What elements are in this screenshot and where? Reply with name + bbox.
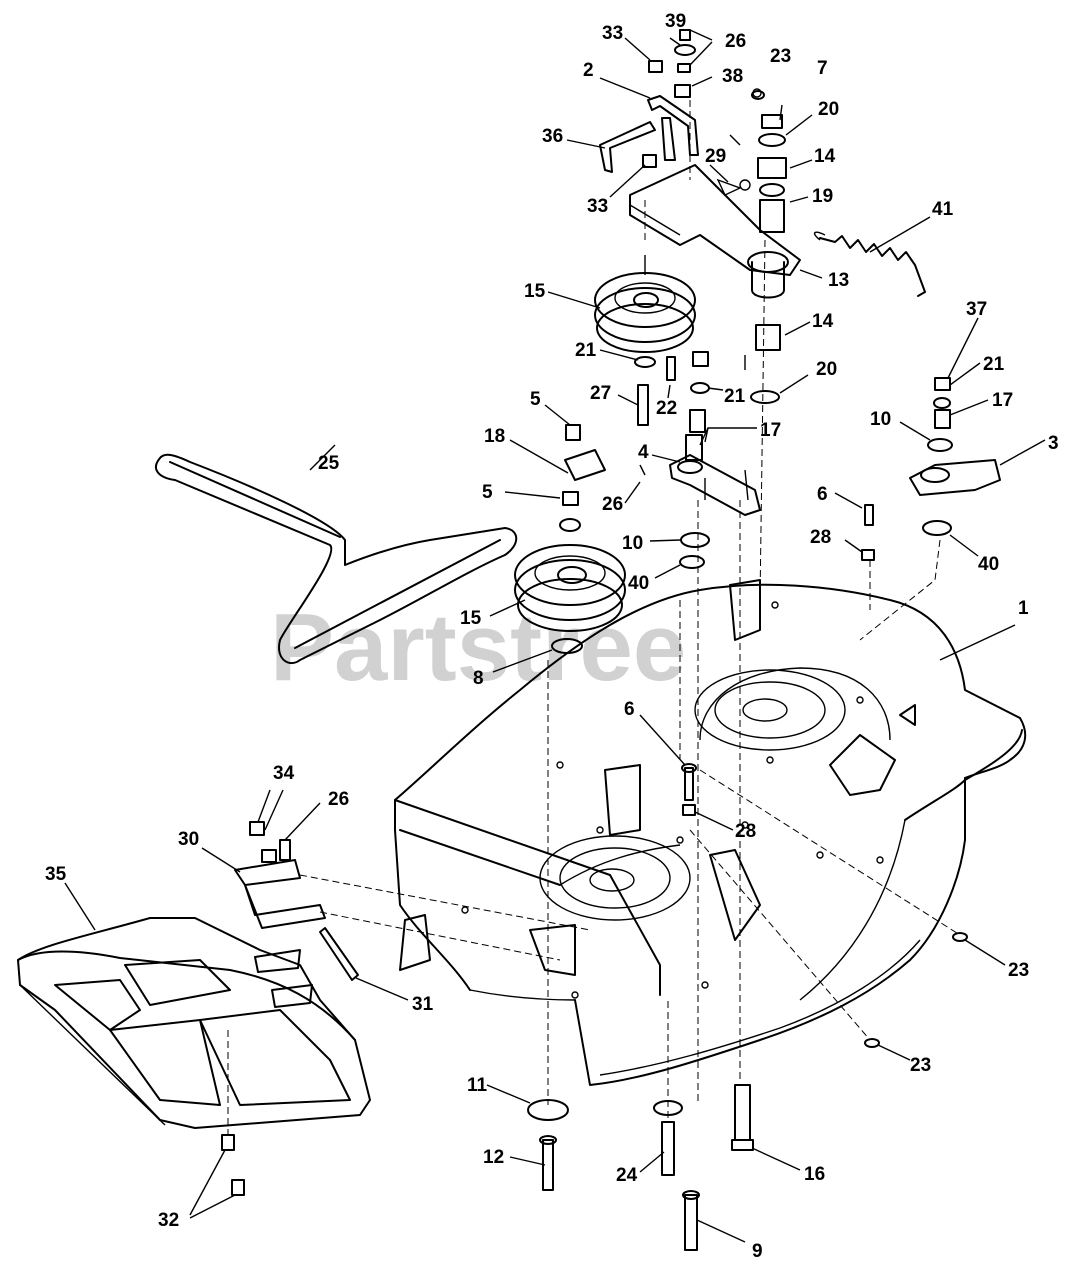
callout-9: 9 bbox=[752, 1241, 763, 1262]
callout-26-lower: 26 bbox=[328, 789, 349, 810]
watermark: Partstree bbox=[270, 594, 686, 701]
callout-29: 29 bbox=[705, 146, 726, 167]
callout-26-mid: 26 bbox=[602, 494, 623, 515]
callout-21-right: 21 bbox=[983, 354, 1005, 375]
callout-25: 25 bbox=[318, 453, 340, 474]
callout-40-center: 40 bbox=[628, 573, 649, 594]
top-hardware-left bbox=[642, 29, 696, 168]
callout-41: 41 bbox=[932, 199, 954, 220]
callout-32: 32 bbox=[158, 1210, 179, 1231]
callout-labels: 39 26 33 23 7 2 38 20 36 14 29 19 33 41 … bbox=[45, 11, 1059, 1262]
callout-34: 34 bbox=[273, 763, 295, 784]
callout-20-top: 20 bbox=[818, 99, 839, 120]
callout-17-center: 17 bbox=[760, 420, 781, 441]
callout-14-top: 14 bbox=[814, 146, 836, 167]
drive-belt bbox=[155, 444, 518, 665]
right-spindle-dish bbox=[694, 669, 846, 751]
callout-7: 7 bbox=[817, 58, 828, 79]
chute-hinge-bracket bbox=[221, 821, 359, 1196]
callout-15-upper: 15 bbox=[524, 281, 546, 302]
right-idler-arm bbox=[861, 377, 1001, 561]
callout-23-bottom: 23 bbox=[910, 1055, 931, 1076]
callout-12: 12 bbox=[483, 1147, 504, 1168]
callout-23-top: 23 bbox=[770, 46, 791, 67]
callout-1: 1 bbox=[1018, 598, 1029, 619]
callout-24: 24 bbox=[616, 1165, 638, 1186]
callout-31: 31 bbox=[412, 994, 434, 1015]
callout-36: 36 bbox=[542, 126, 563, 147]
callout-14-lower: 14 bbox=[812, 311, 834, 332]
callout-33-mid: 33 bbox=[587, 196, 608, 217]
deck-holes bbox=[461, 601, 884, 999]
callout-28-center: 28 bbox=[735, 821, 756, 842]
callout-37: 37 bbox=[966, 299, 987, 320]
callout-19: 19 bbox=[812, 186, 833, 207]
callout-40-right: 40 bbox=[978, 554, 999, 575]
callout-15-lower: 15 bbox=[460, 608, 482, 629]
lower-pulley bbox=[514, 544, 626, 654]
callout-28-right: 28 bbox=[810, 527, 831, 548]
callout-13: 13 bbox=[828, 270, 849, 291]
callout-6-right: 6 bbox=[817, 484, 828, 505]
discharge-chute bbox=[17, 917, 371, 1129]
callout-20-lower: 20 bbox=[816, 359, 837, 380]
callout-10-center: 10 bbox=[622, 533, 643, 554]
callout-11: 11 bbox=[467, 1075, 488, 1096]
callout-22: 22 bbox=[656, 398, 677, 419]
callout-2: 2 bbox=[583, 60, 594, 81]
upper-pulley bbox=[594, 255, 696, 353]
callout-33-top: 33 bbox=[602, 23, 623, 44]
right-spindle-stack bbox=[744, 88, 787, 404]
left-spindle-dish bbox=[539, 835, 691, 921]
callout-18: 18 bbox=[484, 426, 505, 447]
callout-26-top: 26 bbox=[725, 31, 746, 52]
callout-10-right: 10 bbox=[870, 409, 891, 430]
left-bracket-hardware bbox=[559, 424, 646, 532]
assembly-dash-lines bbox=[227, 100, 961, 1135]
tension-spring bbox=[813, 231, 926, 297]
callout-35: 35 bbox=[45, 864, 67, 885]
callout-4: 4 bbox=[638, 442, 649, 463]
callout-16: 16 bbox=[804, 1164, 825, 1185]
callout-5-upper: 5 bbox=[530, 389, 541, 410]
callout-21-center: 21 bbox=[724, 386, 746, 407]
callout-6-center: 6 bbox=[624, 699, 635, 720]
callout-3: 3 bbox=[1048, 433, 1059, 454]
callout-27: 27 bbox=[590, 383, 611, 404]
callout-21-left: 21 bbox=[575, 340, 597, 361]
callout-5-lower: 5 bbox=[482, 482, 493, 503]
center-hardware bbox=[634, 351, 761, 569]
callout-23-right: 23 bbox=[1008, 960, 1029, 981]
callout-leaders bbox=[64, 29, 1046, 1243]
mid-bolts bbox=[681, 763, 697, 816]
callout-8: 8 bbox=[473, 668, 484, 689]
callout-17-right: 17 bbox=[992, 390, 1013, 411]
mower-deck-housing bbox=[394, 579, 1027, 1086]
callout-38: 38 bbox=[722, 66, 743, 87]
callout-30: 30 bbox=[178, 829, 199, 850]
callout-39: 39 bbox=[665, 11, 686, 32]
